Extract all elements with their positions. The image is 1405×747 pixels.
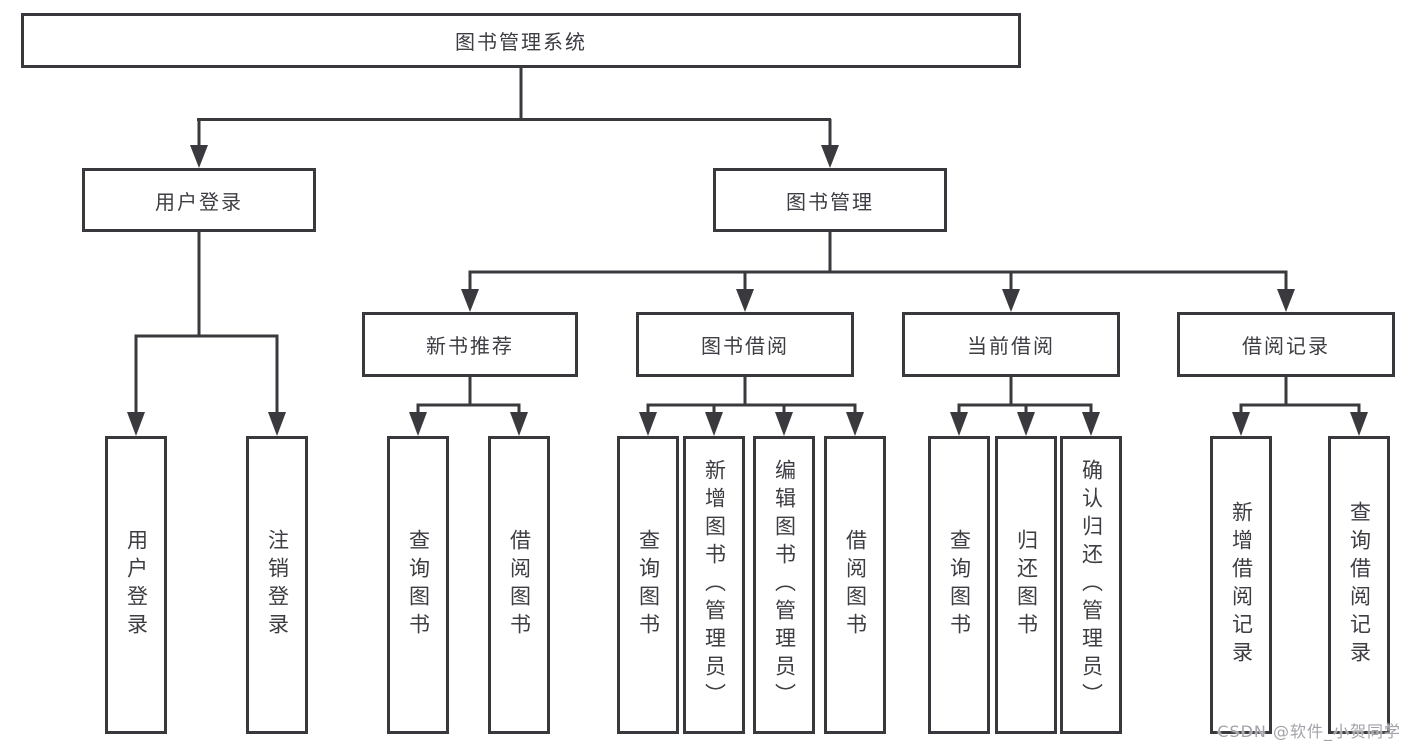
leaf-borrow-books: 借阅图书: [824, 436, 886, 734]
node-label: 注销登录: [265, 529, 290, 641]
node-label: 图书管理系统: [455, 30, 587, 54]
node-label: 借阅记录: [1242, 334, 1330, 358]
leaf-query-books-recommend: 查询图书: [387, 436, 449, 734]
node-label: 新增借阅记录: [1229, 501, 1254, 669]
leaf-user-login: 用户登录: [105, 436, 167, 734]
leaf-borrow-books-recommend: 借阅图书: [488, 436, 550, 734]
node-new-book-recommendation: 新书推荐: [362, 312, 578, 377]
node-label: 查询图书: [636, 529, 661, 641]
node-current-borrowing: 当前借阅: [902, 312, 1120, 377]
leaf-confirm-return-admin: 确认归还（管理员）: [1060, 436, 1122, 734]
leaf-query-books-borrowing: 查询图书: [617, 436, 679, 734]
leaf-logout: 注销登录: [246, 436, 308, 734]
node-label: 新书推荐: [426, 334, 514, 358]
leaf-edit-books-admin: 编辑图书（管理员）: [753, 436, 815, 734]
node-label: 归还图书: [1014, 529, 1039, 641]
node-label: 查询图书: [406, 529, 431, 641]
node-label: 查询图书: [947, 529, 972, 641]
node-label: 确认归还（管理员）: [1079, 459, 1104, 711]
leaf-query-borrow-record: 查询借阅记录: [1328, 436, 1390, 734]
node-label: 新增图书（管理员）: [702, 459, 727, 711]
csdn-watermark: CSDN @软件_小贺同学: [1217, 722, 1401, 741]
node-label: 用户登录: [124, 529, 149, 641]
node-book-management: 图书管理: [713, 168, 947, 232]
node-book-borrowing: 图书借阅: [636, 312, 854, 377]
node-label: 当前借阅: [967, 334, 1055, 358]
node-library-management-system: 图书管理系统: [21, 13, 1021, 68]
node-label: 用户登录: [155, 189, 243, 214]
node-label: 图书管理: [786, 189, 874, 214]
node-borrowing-records: 借阅记录: [1177, 312, 1395, 377]
node-label: 借阅图书: [843, 529, 868, 641]
leaf-return-books: 归还图书: [995, 436, 1057, 734]
leaf-add-books-admin: 新增图书（管理员）: [683, 436, 745, 734]
node-label: 图书借阅: [701, 334, 789, 358]
leaf-add-borrow-record: 新增借阅记录: [1210, 436, 1272, 734]
leaf-query-books-current: 查询图书: [928, 436, 990, 734]
node-user-login: 用户登录: [82, 168, 316, 232]
node-label: 查询借阅记录: [1347, 501, 1372, 669]
node-label: 借阅图书: [507, 529, 532, 641]
node-label: 编辑图书（管理员）: [772, 459, 797, 711]
